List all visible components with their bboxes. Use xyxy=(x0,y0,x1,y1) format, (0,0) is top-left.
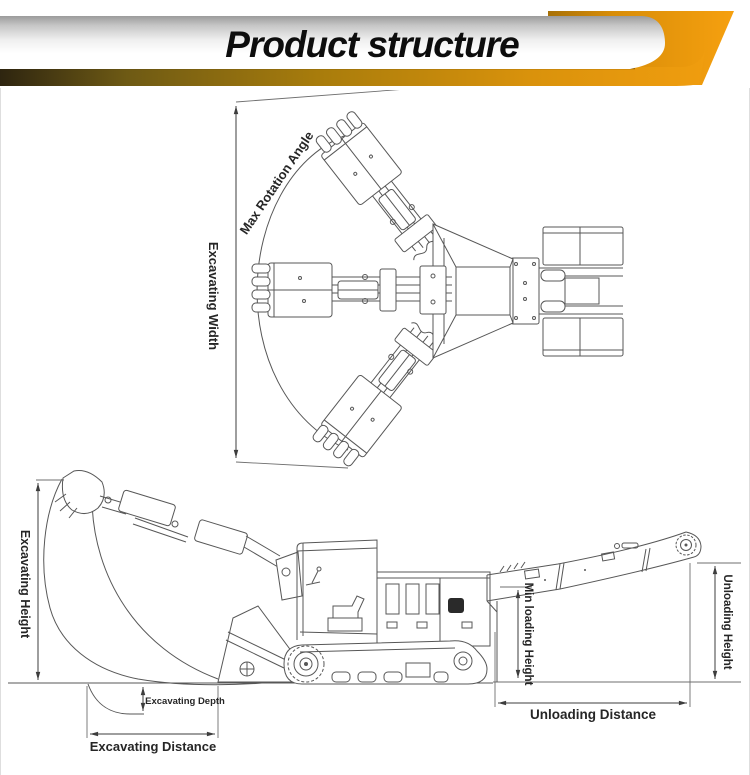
plan-swing-mount xyxy=(510,257,540,325)
operator-cab xyxy=(296,539,378,640)
side-view-dimensions xyxy=(35,479,741,738)
label-excavating-height: Excavating Height xyxy=(18,530,32,639)
header-gold-stripe xyxy=(0,47,706,86)
label-excavating-distance: Excavating Distance xyxy=(90,739,216,754)
gathering-apron xyxy=(217,605,293,683)
header-banner: Product structure xyxy=(0,11,734,86)
plan-boom-lowered xyxy=(310,313,451,472)
plan-chassis-box xyxy=(564,277,600,305)
engine-compartment xyxy=(376,571,491,647)
plan-view: Excavating Width Max Rotation Angle xyxy=(206,90,624,472)
side-view: Excavating Height Excavating Depth Excav… xyxy=(8,470,741,754)
excavating-envelope xyxy=(43,478,294,715)
plan-track-lower xyxy=(542,317,624,357)
label-excavating-depth: Excavating Depth xyxy=(145,696,225,707)
dark-vent xyxy=(448,598,464,613)
label-unloading-distance: Unloading Distance xyxy=(530,707,657,722)
page-title: Product structure xyxy=(225,24,519,65)
diagram-canvas: Excavating Width Max Rotation Angle xyxy=(8,90,741,754)
label-min-loading-height: Min loading Height xyxy=(522,583,534,686)
plan-track-upper xyxy=(542,226,624,266)
page-left-border xyxy=(0,88,1,775)
label-max-rotation-angle: Max Rotation Angle xyxy=(237,128,317,237)
plan-boom-raised xyxy=(310,108,451,267)
header-white-banner xyxy=(0,16,666,69)
side-boom xyxy=(54,470,303,601)
plan-boom-center xyxy=(251,262,453,318)
plan-view-machine xyxy=(251,223,624,359)
crawler-track xyxy=(283,640,488,685)
label-unloading-height: Unloading Height xyxy=(721,574,733,669)
rear-conveyor xyxy=(486,531,702,682)
rotation-arc xyxy=(256,135,349,451)
label-excavating-width: Excavating Width xyxy=(206,242,221,350)
plan-view-dimensions xyxy=(233,90,400,469)
